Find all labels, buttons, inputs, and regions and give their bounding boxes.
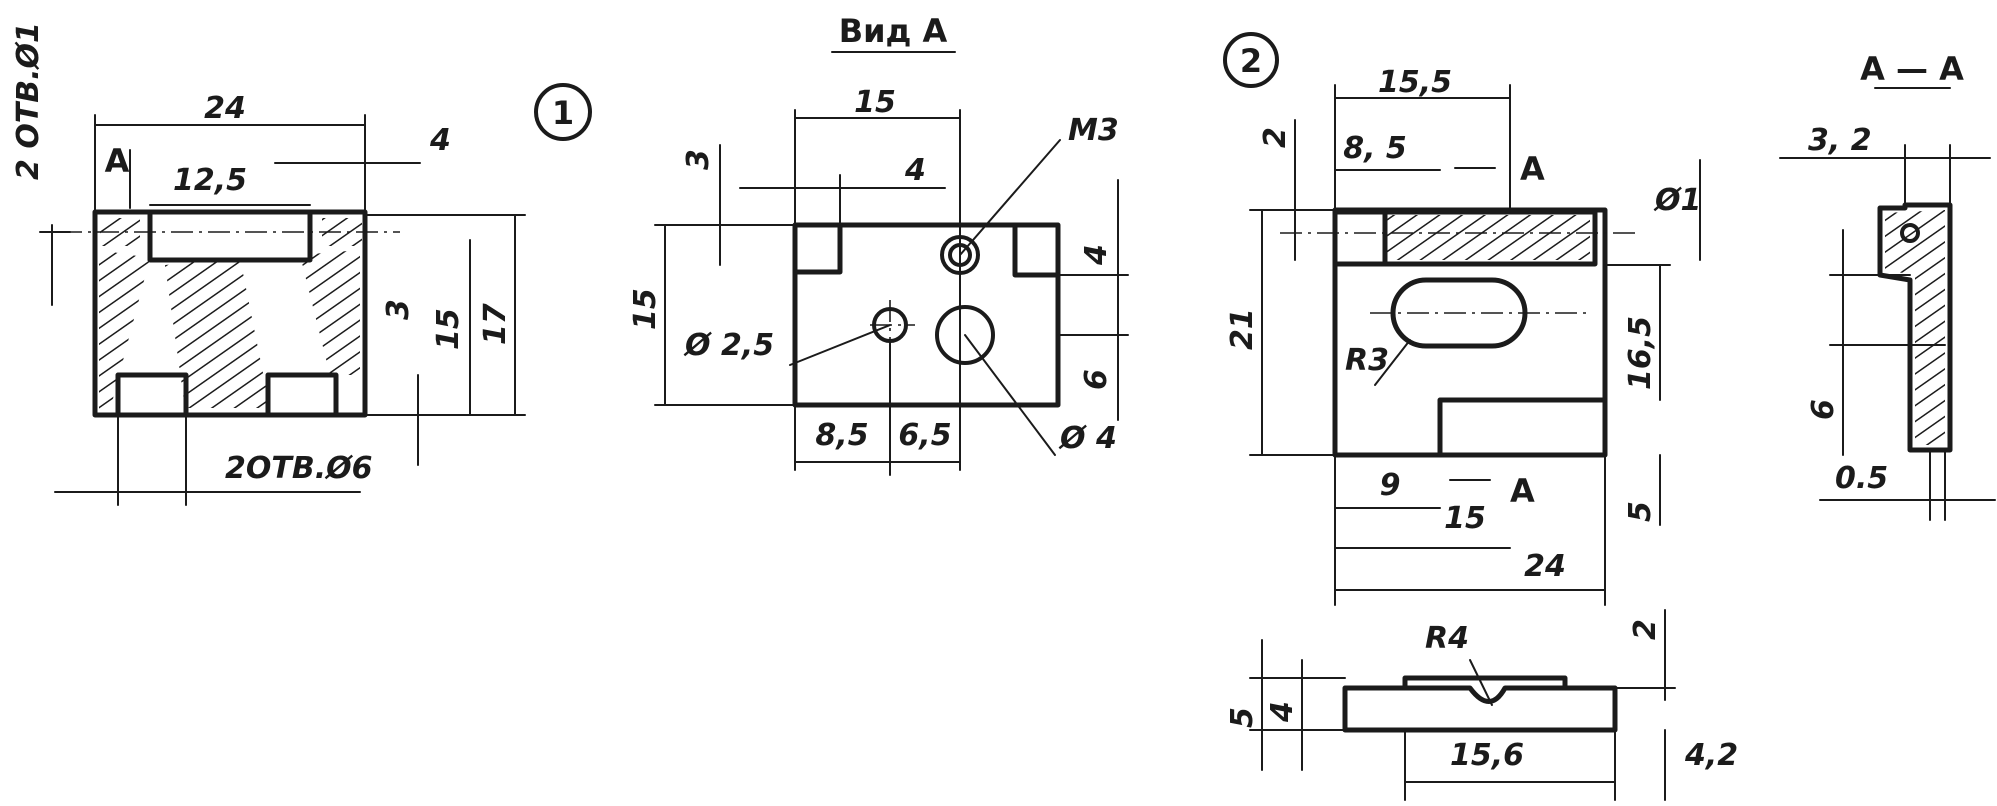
view-a-hole-4: Ø 4 (1058, 421, 1117, 456)
view-a-dim-6-5: 6,5 (898, 418, 951, 453)
view-a-dim-4: 4 (904, 153, 926, 188)
figure-2: 2 15,5 8, 5 А 2 Ø1 21 16,5 R3 9 А (1223, 32, 1701, 606)
fig2b-dim-4-2: 4,2 (1684, 738, 1738, 773)
view-a-notch-left (792, 222, 843, 275)
section-aa-dim-3-2: 3, 2 (1808, 123, 1872, 158)
view-a-outline (792, 222, 1061, 408)
view-a-dim-3: 3 (681, 149, 716, 170)
fig2-dim-d1: Ø1 (1653, 183, 1701, 218)
fig2-dim-15: 15 (1444, 501, 1486, 536)
view-a: Вид А 15 4 3 15 4 6 8,5 6,5 (628, 12, 1129, 476)
fig2b-dim-5: 5 (1225, 707, 1260, 728)
fig2-dim-21: 21 (1225, 308, 1260, 350)
section-aa-outline (1877, 202, 1953, 453)
fig2-radius-3: R3 (1345, 343, 1389, 378)
fig1-holes-d6: 2ОТВ.Ø6 (225, 451, 372, 486)
fig1-slot (147, 209, 313, 263)
figure-2-number: 2 (1240, 42, 1262, 80)
figure-1-marker (534, 83, 592, 141)
fig2b-radius-4: R4 (1425, 621, 1469, 656)
fig1-hole-right (265, 372, 339, 418)
fig1-hatch-center (165, 258, 270, 408)
fig1-dim-4: 4 (429, 123, 451, 158)
fig2-dim-2: 2 (1258, 127, 1293, 148)
section-aa-dim-0-5: 0.5 (1835, 461, 1888, 496)
fig1-dim-15: 15 (431, 308, 466, 350)
fig1-dim-12-5: 12,5 (173, 163, 247, 198)
fig1-dim-24: 24 (204, 91, 246, 126)
fig2-dim-24: 24 (1524, 549, 1566, 584)
figure-1: 1 2 ОТВ.Ø1 24 12,5 4 А 3 15 17 (11, 22, 592, 506)
section-aa-hole (1900, 223, 1920, 243)
fig2-step (1437, 397, 1608, 458)
fig2b-dim-15-6: 15,6 (1450, 738, 1524, 773)
fig2b-dim-4: 4 (1265, 701, 1300, 723)
fig1-hatch-left (99, 250, 150, 410)
fig2-dim-8-5: 8, 5 (1343, 131, 1407, 166)
fig1-hatch-top-right (322, 218, 362, 246)
fig1-view-mark: А (105, 142, 130, 180)
figure-2-bottom-view: R4 2 5 4 15,6 4,2 (1225, 609, 1738, 801)
view-a-dim-4-right: 4 (1079, 244, 1114, 266)
view-a-dim-8-5: 8,5 (815, 418, 868, 453)
view-a-title: Вид А (839, 12, 948, 50)
section-a-a: А — А 3, 2 6 0.5 (1779, 50, 1996, 521)
fig1-hatch-top-left (100, 218, 140, 246)
view-a-hole-d4 (935, 305, 995, 365)
section-aa-title: А — А (1860, 50, 1964, 88)
figure-1-number: 1 (552, 94, 574, 132)
view-a-hole-2-5: Ø 2,5 (683, 328, 774, 363)
view-a-dim-15-left: 15 (628, 288, 663, 330)
section-aa-dim-6: 6 (1806, 399, 1841, 420)
fig2-dim-16-5: 16,5 (1623, 316, 1658, 390)
fig1-dim-17: 17 (478, 303, 513, 345)
fig2-section-mark-bottom: А (1510, 472, 1535, 510)
view-a-thread: М3 (1068, 113, 1119, 148)
figure-2-marker (1223, 32, 1279, 88)
view-a-notch-right (1012, 222, 1061, 278)
section-aa-hatch (1885, 210, 1945, 445)
fig2b-outline (1342, 675, 1618, 733)
fig2-dim-9: 9 (1380, 468, 1401, 503)
fig2b-dim-2: 2 (1628, 619, 1663, 640)
label-holes-d1: 2 ОТВ.Ø1 (11, 22, 46, 180)
fig2-section-mark-top: А (1520, 150, 1545, 188)
fig1-hole-left (115, 372, 189, 418)
view-a-dim-15-top: 15 (854, 85, 896, 120)
fig1-dim-3: 3 (381, 299, 416, 320)
fig2-dim-5: 5 (1623, 501, 1658, 522)
fig1-hatch-right (300, 250, 360, 375)
view-a-dim-6-right: 6 (1079, 369, 1114, 390)
fig2-hatch (1385, 215, 1590, 260)
fig2-dim-15-5: 15,5 (1378, 65, 1452, 100)
fig2b-groove (1402, 685, 1568, 704)
